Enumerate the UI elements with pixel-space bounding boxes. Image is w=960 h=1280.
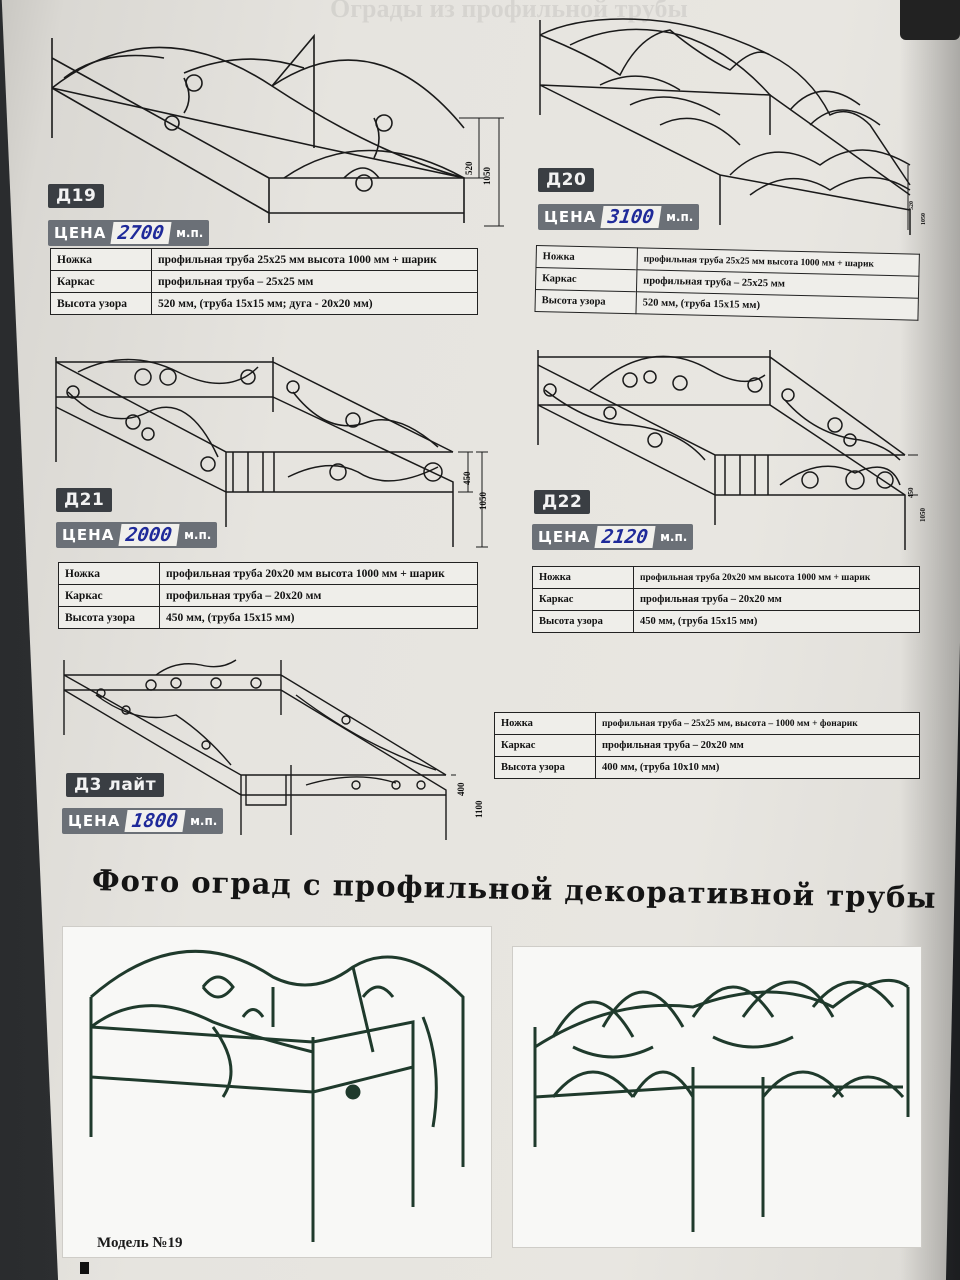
spec-value: 450 мм, (труба 15х15 мм) xyxy=(159,606,478,629)
model-code-d19: Д19 xyxy=(48,184,105,208)
spec-key: Каркас xyxy=(50,270,152,293)
model-code-d22: Д22 xyxy=(534,490,591,514)
spec-value: профильная труба – 20х20 мм xyxy=(595,734,920,757)
fence-drawing-d22 xyxy=(530,345,920,555)
spec-value: профильная труба – 25х25 мм, высота – 10… xyxy=(595,712,920,735)
spec-key: Ножка xyxy=(50,248,152,271)
fence-drawing-d20 xyxy=(530,15,920,245)
bleed-through-text: Ограды из профильной трубы xyxy=(330,0,688,23)
price-value: 2000 xyxy=(118,524,180,546)
dim-pattern-height: 400 xyxy=(456,782,466,796)
spec-key: Высота узора xyxy=(534,289,637,314)
dim-total-height: 1100 xyxy=(474,800,484,818)
price-badge-d20: ЦЕНА 3100 м.п. xyxy=(538,204,700,230)
fence-drawing-d3-lite xyxy=(56,655,456,845)
dim-total-height: 1050 xyxy=(482,167,492,186)
dim-total-height: 1050 xyxy=(921,213,927,225)
model-code-d21: Д21 xyxy=(56,488,113,512)
model-code-d3-lite: Д3 лайт xyxy=(66,773,165,797)
price-unit: м.п. xyxy=(176,226,204,240)
spec-key: Ножка xyxy=(494,712,596,735)
spec-key: Каркас xyxy=(532,588,634,611)
spec-key: Каркас xyxy=(58,584,160,607)
photo-caption: Модель №19 xyxy=(97,1235,183,1251)
spec-value: 450 мм, (труба 15х15 мм) xyxy=(633,610,920,633)
dimension-labels-d3-lite: 400 1100 xyxy=(456,782,484,818)
price-unit: м.п. xyxy=(184,528,212,542)
fence-photo-model-19: Модель №19 xyxy=(62,926,492,1258)
price-label: ЦЕНА xyxy=(62,526,115,544)
spec-value: профильная труба 25х25 мм высота 1000 мм… xyxy=(151,248,478,271)
dimension-labels-d20: 520 1050 xyxy=(909,201,927,225)
spec-key: Высота узора xyxy=(494,756,596,779)
spec-value: профильная труба – 20х20 мм xyxy=(633,588,920,611)
spec-value: профильная труба 20х20 мм высота 1000 мм… xyxy=(159,562,478,585)
price-label: ЦЕНА xyxy=(54,224,107,242)
price-unit: м.п. xyxy=(666,210,694,224)
price-label: ЦЕНА xyxy=(544,208,597,226)
dim-pattern-height: 520 xyxy=(464,161,474,175)
price-value: 1800 xyxy=(124,810,186,832)
price-value: 2700 xyxy=(110,222,172,244)
fence-drawing-d19 xyxy=(44,28,504,228)
spec-key: Каркас xyxy=(494,734,596,757)
price-badge-d19: ЦЕНА 2700 м.п. xyxy=(48,220,210,246)
price-unit: м.п. xyxy=(190,814,218,828)
fence-photo-arched xyxy=(512,946,922,1248)
fence-drawing-d21 xyxy=(48,352,488,552)
spec-key: Высота узора xyxy=(532,610,634,633)
spec-key: Каркас xyxy=(535,267,637,292)
price-badge-d22: ЦЕНА 2120 м.п. xyxy=(532,524,694,550)
price-label: ЦЕНА xyxy=(538,528,591,546)
spec-key: Высота узора xyxy=(50,292,152,315)
spec-key: Ножка xyxy=(535,245,638,270)
spec-key: Ножка xyxy=(58,562,160,585)
dim-total-height: 1050 xyxy=(478,492,488,511)
price-value: 3100 xyxy=(600,206,662,228)
page-number-strip xyxy=(80,1262,89,1274)
price-badge-d3-lite: ЦЕНА 1800 м.п. xyxy=(62,808,224,834)
dimension-labels-d22: 450 1050 xyxy=(907,487,927,523)
spec-value: 400 мм, (труба 10х10 мм) xyxy=(595,756,920,779)
dim-pattern-height: 450 xyxy=(907,487,915,498)
dimension-labels-d19: 520 1050 xyxy=(464,161,492,186)
model-code-d20: Д20 xyxy=(538,168,595,192)
dimension-labels-d21: 450 1050 xyxy=(462,471,488,511)
spec-key: Ножка xyxy=(532,566,634,589)
pen-object xyxy=(900,0,960,40)
spec-value: профильная труба – 25х25 мм xyxy=(151,270,478,293)
dim-total-height: 1050 xyxy=(919,508,927,523)
price-unit: м.п. xyxy=(660,530,688,544)
spec-value: 520 мм, (труба 15х15 мм; дуга - 20х20 мм… xyxy=(151,292,478,315)
dim-pattern-height: 450 xyxy=(462,471,472,485)
dim-pattern-height: 520 xyxy=(909,201,915,210)
price-value: 2120 xyxy=(594,526,656,548)
price-label: ЦЕНА xyxy=(68,812,121,830)
spec-value: профильная труба 20х20 мм высота 1000 мм… xyxy=(633,566,920,589)
price-badge-d21: ЦЕНА 2000 м.п. xyxy=(56,522,218,548)
spec-value: профильная труба – 20х20 мм xyxy=(159,584,478,607)
spec-key: Высота узора xyxy=(58,606,160,629)
